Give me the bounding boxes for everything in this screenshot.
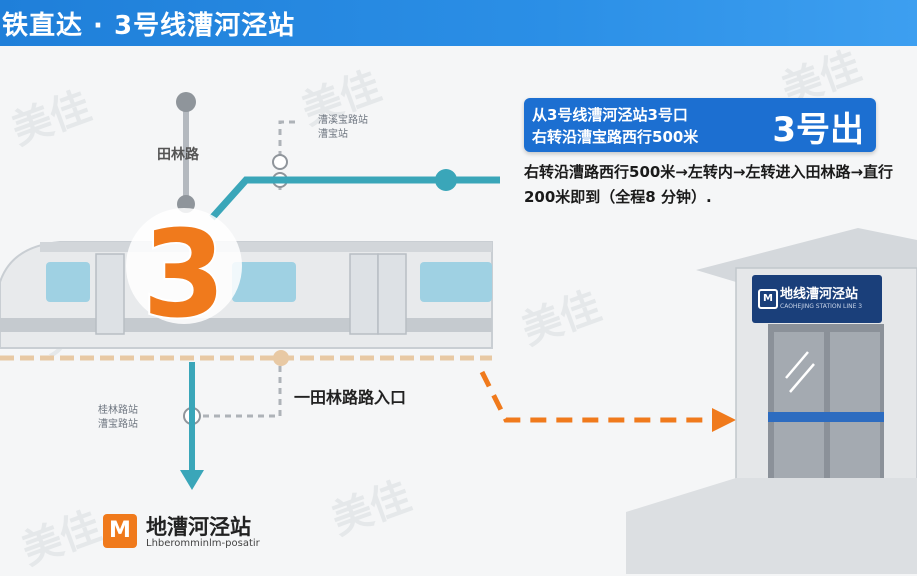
building-floor (626, 478, 917, 574)
train-window (46, 262, 90, 302)
door-glare (785, 351, 809, 379)
train-roof (40, 242, 492, 252)
top-label-2: 漕宝站 (318, 129, 348, 140)
sign-title: 地线漕河泾站 (780, 287, 859, 302)
waypoint-icon (272, 154, 288, 170)
station-sign: M 地线漕河泾站 CAOHEJING STATION LINE 3 (752, 275, 882, 323)
page-title: 铁直达 · 3号线漕河泾站 (2, 10, 296, 41)
right-arrow-icon (712, 408, 736, 432)
road-node-icon (176, 92, 196, 112)
station-subtitle: Lhberomminlm-posatir (146, 538, 260, 549)
metro-logo-icon: M (758, 289, 778, 309)
station-name: 地漕河泾站 (146, 515, 251, 539)
door-glare (789, 363, 815, 393)
down-arrow-icon (180, 470, 204, 490)
exit-label: 3号出 (772, 110, 864, 150)
dashed-walk-path (196, 366, 282, 418)
train-door (377, 253, 407, 335)
train-door (95, 253, 125, 335)
rail-node-icon (273, 350, 289, 366)
metro-logo-icon: M (103, 514, 137, 548)
train-door (349, 253, 379, 335)
train-window (232, 262, 296, 302)
left-label-1: 桂林路站 (98, 405, 138, 416)
left-label-2: 漕宝路站 (98, 419, 138, 430)
exit-info-box: 从3号线漕河泾站3号口 右转沿漕宝路西行500米 3号出 (524, 98, 876, 152)
orange-route-arrow (479, 370, 716, 423)
top-label-1: 漕溪宝路站 (318, 115, 368, 126)
transfer-icon (435, 169, 457, 191)
road-label: 田林路 (157, 147, 199, 163)
sign-subtitle: CAOHEJING STATION LINE 3 (780, 303, 863, 310)
train-stripe (0, 318, 492, 332)
header-bar: 铁直达 · 3号线漕河泾站 (0, 0, 917, 46)
teal-route-line (209, 176, 500, 221)
info-line-2: 右转沿漕宝路西行500米 (532, 128, 699, 146)
train-window (420, 262, 492, 302)
info-line-1: 从3号线漕河泾站3号口 (532, 106, 688, 124)
line-badge-bg (126, 208, 242, 324)
line-number: 3 (142, 206, 226, 345)
door-stripe (768, 412, 884, 422)
route-description: 右转沿漕路西行500米→左转内→左转进入田林路→直行200米即到（全程8 分钟）… (524, 163, 894, 206)
entrance-label: 一田林路路入口 (294, 388, 407, 407)
